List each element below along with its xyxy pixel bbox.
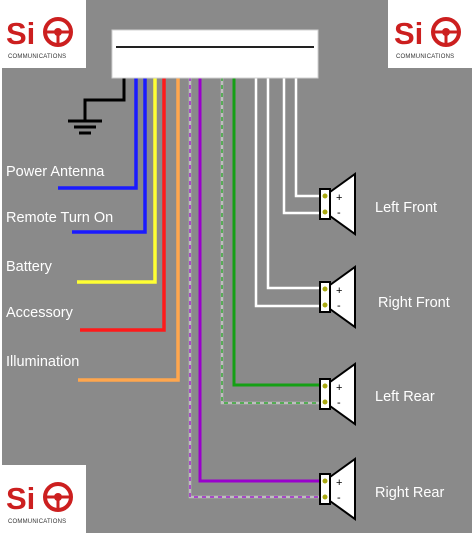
label-battery: Battery <box>6 259 53 275</box>
logo-bottom-left: Si COMMUNICATIONS <box>0 465 86 533</box>
wire-left-front-negative <box>282 77 320 215</box>
ground-wire <box>68 77 126 135</box>
svg-text:COMMUNICATIONS: COMMUNICATIONS <box>8 519 66 525</box>
speaker-negative-mark: - <box>337 492 341 504</box>
wire-battery <box>77 77 157 284</box>
wire-right-rear-negative-stripe <box>189 77 320 498</box>
wire-right-front-positive <box>266 77 320 290</box>
svg-text:COMMUNICATIONS: COMMUNICATIONS <box>396 54 454 60</box>
wire-left-rear-positive <box>232 77 320 387</box>
svg-text:Si: Si <box>6 481 35 516</box>
label-right-front: Right Front <box>378 295 450 311</box>
wire-accessory <box>80 77 166 332</box>
label-illumination: Illumination <box>6 354 79 370</box>
wire-illumination <box>78 77 180 382</box>
speaker-left-front: +- <box>319 172 356 236</box>
wire-remote-turn-on <box>72 77 147 234</box>
wire-right-rear-positive <box>198 77 320 483</box>
svg-text:Si: Si <box>394 16 423 51</box>
label-left-front: Left Front <box>375 200 437 216</box>
speaker-negative-mark: - <box>337 300 341 312</box>
label-power-antenna: Power Antenna <box>6 164 105 180</box>
head-unit <box>111 29 319 79</box>
label-right-rear: Right Rear <box>375 485 444 501</box>
logo-top-right: Si COMMUNICATIONS <box>388 0 474 68</box>
label-remote-turn-on: Remote Turn On <box>6 210 113 226</box>
speaker-right-rear: +- <box>319 457 356 521</box>
svg-text:COMMUNICATIONS: COMMUNICATIONS <box>8 54 66 60</box>
speaker-group: +-+-+-+- <box>319 172 356 521</box>
wire-left-front-positive <box>294 77 320 198</box>
wire-power-antenna <box>58 77 138 190</box>
speaker-negative-mark: - <box>337 207 341 219</box>
wire-right-front-negative <box>254 77 320 308</box>
logo-top-left: Si COMMUNICATIONS <box>0 0 86 68</box>
svg-text:Si: Si <box>6 16 35 51</box>
speaker-right-front: +- <box>319 265 356 329</box>
speaker-positive-mark: + <box>336 382 342 394</box>
speaker-left-rear: +- <box>319 362 356 426</box>
label-left-rear: Left Rear <box>375 389 435 405</box>
speaker-negative-mark: - <box>337 397 341 409</box>
speaker-positive-mark: + <box>336 285 342 297</box>
speaker-positive-mark: + <box>336 192 342 204</box>
speaker-positive-mark: + <box>336 477 342 489</box>
wire-left-rear-negative <box>220 77 320 405</box>
label-accessory: Accessory <box>6 305 74 321</box>
